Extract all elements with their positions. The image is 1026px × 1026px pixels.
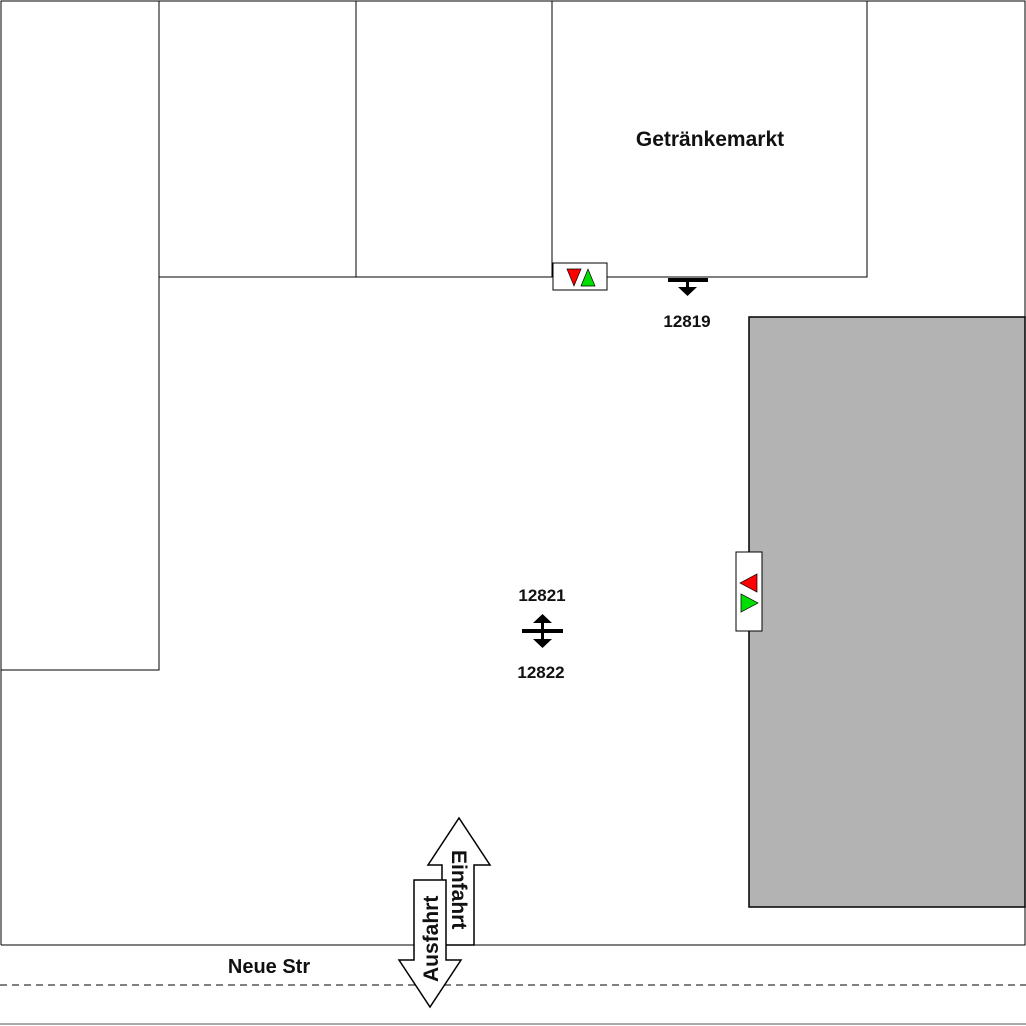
- green-right-triangle-icon: [740, 593, 759, 613]
- store-getraenkemarkt: [551, 0, 868, 278]
- street-label: Neue Str: [228, 956, 310, 978]
- building-left: [0, 0, 160, 671]
- red-down-triangle-icon: [566, 268, 582, 287]
- marker-up-down-icon: [522, 614, 563, 648]
- shop-1: [158, 0, 357, 278]
- entrance-label: Einfahrt: [447, 850, 470, 929]
- green-up-triangle-icon: [580, 268, 596, 287]
- building-right-grey: [748, 316, 1026, 908]
- traffic-signal-right: [735, 551, 763, 632]
- store-label: Getränkemarkt: [636, 128, 784, 151]
- exit-arrow: Ausfahrt: [397, 879, 463, 1009]
- marker-label-top: 12819: [663, 312, 710, 331]
- marker-down-icon: [668, 278, 708, 296]
- exit-label: Ausfahrt: [420, 896, 443, 982]
- traffic-signal-top: [552, 262, 608, 291]
- shop-2: [355, 0, 553, 278]
- marker-label-down: 12822: [517, 663, 564, 682]
- red-left-triangle-icon: [739, 573, 758, 593]
- marker-label-up: 12821: [518, 586, 565, 605]
